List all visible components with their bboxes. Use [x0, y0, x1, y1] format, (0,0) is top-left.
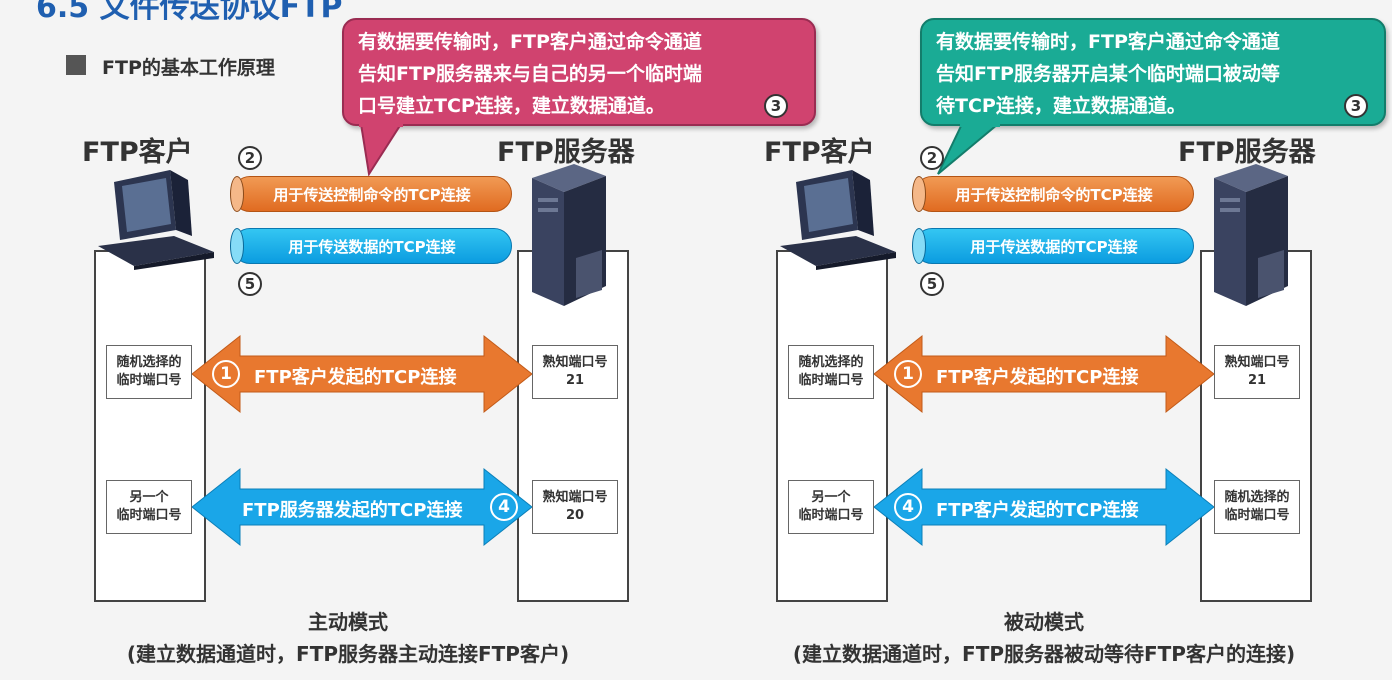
client-column — [776, 250, 888, 602]
port-text: 随机选择的 — [116, 355, 182, 370]
client-random-port-box: 随机选择的临时端口号 — [788, 345, 874, 399]
step-5-marker: 5 — [920, 272, 944, 296]
control-pipe-label: 用于传送控制命令的TCP连接 — [273, 185, 471, 204]
client-label: FTP客户 — [764, 137, 875, 168]
step-3-marker: 3 — [1344, 94, 1368, 118]
server-port-21-box: 熟知端口号 21 — [532, 345, 618, 399]
port-text: 熟知端口号 — [542, 355, 608, 370]
port-text: 21 — [565, 373, 585, 388]
port-text: 21 — [1247, 373, 1267, 388]
port-text: 另一个 — [129, 490, 169, 505]
callout-pointer — [937, 124, 1000, 175]
server-tower-icon — [1214, 164, 1288, 306]
client-column — [94, 250, 206, 602]
step-1-marker: 1 — [212, 360, 240, 388]
server-port-20-box: 熟知端口号 20 — [532, 480, 618, 534]
port-text: 临时端口号 — [116, 373, 182, 388]
server-label: FTP服务器 — [497, 137, 635, 168]
port-text: 临时端口号 — [798, 373, 864, 388]
callout-line-2: 告知FTP服务器来与自己的另一个临时端 — [358, 63, 702, 85]
data-connection-pipe: 用于传送数据的TCP连接 — [912, 228, 1194, 264]
server-port-21-box: 熟知端口号 21 — [1214, 345, 1300, 399]
client-label: FTP客户 — [82, 137, 193, 168]
port-text: 熟知端口号 — [542, 490, 608, 505]
arrow-client-initiated: 1 FTP客户发起的TCP连接 — [873, 334, 1215, 414]
bullet-square-icon — [66, 55, 86, 75]
data-pipe-label: 用于传送数据的TCP连接 — [970, 237, 1138, 256]
passive-mode-panel: FTP客户 FTP服务器 有数据要传输时，FTP客户通过命令通道 告知FTP服务… — [696, 0, 1392, 680]
port-text: 熟知端口号 — [1224, 355, 1290, 370]
callout-line-1: 有数据要传输时，FTP客户通过命令通道 — [358, 31, 702, 53]
client-random-port-box: 随机选择的临时端口号 — [106, 345, 192, 399]
pipe-end — [912, 176, 926, 212]
step-2-marker: 2 — [920, 146, 944, 170]
slide-title: 6.5 文件传送协议FTP — [36, 0, 343, 25]
mode-description: (建立数据通道时，FTP服务器主动连接FTP客户) — [126, 642, 570, 666]
pipe-end — [230, 228, 244, 264]
section-subtitle: FTP的基本工作原理 — [102, 57, 275, 79]
computer-icon — [98, 170, 214, 270]
data-connection-pipe: 用于传送数据的TCP连接 — [230, 228, 512, 264]
port-text: 临时端口号 — [116, 508, 182, 523]
pipe-end — [912, 228, 926, 264]
active-mode-panel: FTP客户 FTP服务器 有数据要传输时，FTP客户通过命令通道 告知FTP服务… — [82, 18, 816, 666]
callout-line-3: 口号建立TCP连接，建立数据通道。 — [358, 95, 665, 117]
client-other-port-box: 另一个临时端口号 — [106, 480, 192, 534]
callout-line-2: 告知FTP服务器开启某个临时端口被动等 — [936, 63, 1280, 85]
step-2-marker: 2 — [238, 146, 262, 170]
step-1-marker: 1 — [894, 360, 922, 388]
server-tower-icon — [532, 164, 606, 306]
port-text: 20 — [565, 508, 585, 523]
server-label: FTP服务器 — [1178, 137, 1316, 168]
step-4-marker: 4 — [490, 493, 518, 521]
port-text: 随机选择的 — [1224, 490, 1290, 505]
callout-line-3: 待TCP连接，建立数据通道。 — [936, 95, 1186, 117]
step-5-marker: 5 — [238, 272, 262, 296]
control-connection-pipe: 用于传送控制命令的TCP连接 — [912, 176, 1194, 212]
callout-passive-explanation: 有数据要传输时，FTP客户通过命令通道 告知FTP服务器开启某个临时端口被动等 … — [920, 18, 1386, 126]
arrow-1-label: FTP客户发起的TCP连接 — [936, 367, 1139, 388]
mode-title: 被动模式 — [1004, 610, 1084, 634]
mode-description: (建立数据通道时，FTP服务器被动等待FTP客户的连接) — [792, 642, 1296, 666]
step-3-marker: 3 — [764, 94, 788, 118]
arrow-client-initiated-data: 4 FTP客户发起的TCP连接 — [873, 467, 1215, 547]
port-text: 随机选择的 — [798, 355, 864, 370]
arrow-1-label: FTP客户发起的TCP连接 — [254, 367, 457, 388]
step-4-marker: 4 — [894, 493, 922, 521]
mode-title: 主动模式 — [308, 610, 388, 634]
control-pipe-label: 用于传送控制命令的TCP连接 — [955, 185, 1153, 204]
control-connection-pipe: 用于传送控制命令的TCP连接 — [230, 176, 512, 212]
arrow-4-label: FTP客户发起的TCP连接 — [936, 500, 1139, 521]
server-random-port-box: 随机选择的临时端口号 — [1214, 480, 1300, 534]
port-text: 临时端口号 — [1224, 508, 1290, 523]
computer-icon — [780, 170, 896, 270]
callout-pointer — [359, 124, 403, 176]
data-pipe-label: 用于传送数据的TCP连接 — [288, 237, 456, 256]
arrow-client-initiated: 1 FTP客户发起的TCP连接 — [191, 334, 533, 414]
callout-line-1: 有数据要传输时，FTP客户通过命令通道 — [936, 31, 1280, 53]
callout-active-explanation: 有数据要传输时，FTP客户通过命令通道 告知FTP服务器来与自己的另一个临时端 … — [342, 18, 816, 126]
port-text: 另一个 — [811, 490, 851, 505]
arrow-4-label: FTP服务器发起的TCP连接 — [242, 500, 463, 521]
pipe-end — [230, 176, 244, 212]
client-other-port-box: 另一个临时端口号 — [788, 480, 874, 534]
arrow-server-initiated: FTP服务器发起的TCP连接 4 — [191, 467, 533, 547]
port-text: 临时端口号 — [798, 508, 864, 523]
server-column — [1200, 250, 1312, 602]
